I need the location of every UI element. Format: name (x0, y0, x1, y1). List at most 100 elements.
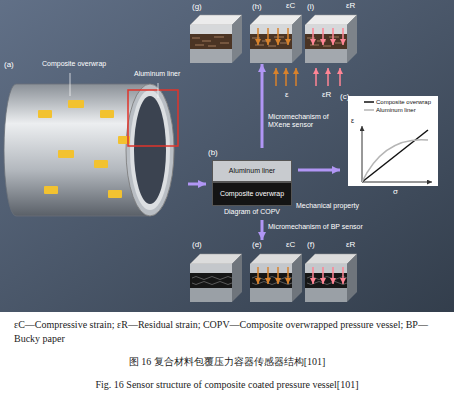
mxene-block (190, 15, 242, 63)
strain-arrow (277, 267, 279, 284)
flow-arrow (261, 64, 264, 148)
liner-layer: Aluminum liner (212, 160, 292, 182)
strain-arrow (285, 68, 287, 86)
edge-label: Mechanical property (296, 202, 359, 210)
panel-label: (g) (192, 2, 202, 11)
strain-arrow (287, 267, 289, 284)
strain-arrow (295, 68, 297, 86)
abbreviation-note: εC—Compressive strain; εR—Residual strai… (14, 318, 440, 346)
strain-symbol: εR (322, 90, 331, 99)
cylinder-panel: (a) Composite overwrapAluminum liner (2, 58, 188, 220)
leader-line (158, 83, 159, 98)
panel-label: (i) (307, 2, 314, 11)
strain-arrow (332, 267, 334, 284)
strain-arrow (277, 28, 279, 45)
bp-block (305, 254, 357, 302)
cylinder-bore (134, 96, 166, 204)
x-axis (362, 182, 432, 183)
strain-arrow (342, 28, 344, 45)
legend-sample (364, 107, 374, 113)
part-callout: Composite overwrap (42, 60, 106, 68)
strain-symbol: ε (285, 90, 289, 99)
strain-arrow (339, 68, 341, 86)
layer-name: Composite overwrap (220, 190, 284, 198)
part-callout: Aluminum liner (134, 70, 180, 78)
strain-arrow (327, 68, 329, 86)
axis-label: ε (351, 117, 354, 125)
panel-title: Diagram of COPV (224, 208, 280, 216)
strain-symbol: εR (346, 1, 355, 10)
cylinder-end (126, 84, 174, 216)
edge-label: Micromechanism of BP sensor (268, 223, 363, 231)
panel-label: (d) (192, 240, 202, 249)
strain-arrow (267, 28, 269, 45)
strain-arrow (322, 28, 324, 45)
strain-arrow (257, 267, 259, 284)
strain-arrow (257, 28, 259, 45)
bp-block (190, 254, 242, 302)
panel-label: (a) (4, 60, 14, 69)
sensor-patch (108, 190, 122, 198)
copv-panel: Aluminum linerComposite overwrap(b)Diagr… (206, 148, 298, 220)
strain-arrow (267, 267, 269, 284)
sensor-panel: (e) (250, 240, 302, 302)
sensor-panel: (g) (190, 2, 242, 64)
edge-label: Micromechanism of MXene sensor (268, 113, 338, 129)
strain-arrow (342, 267, 344, 284)
overwrap-curve (362, 130, 428, 182)
compressive-arrows (258, 28, 296, 284)
legend-sample (364, 99, 374, 105)
legend-line (364, 110, 374, 112)
sensor-patch (68, 100, 84, 108)
strain-symbol: εC (286, 240, 295, 249)
strain-arrow (332, 28, 334, 45)
sensor-panel: (d) (190, 240, 242, 302)
bp-block (250, 254, 302, 302)
strain-arrow (287, 28, 289, 45)
y-axis (362, 126, 363, 182)
sensor-panel: (f) (305, 240, 357, 302)
highlight-box (128, 90, 178, 146)
strain-symbol: εR (346, 240, 355, 249)
sensor-patch (38, 110, 52, 118)
axis-label: σ (393, 187, 398, 196)
sensor-patch (58, 150, 74, 158)
layer-name: Aluminum liner (229, 167, 275, 175)
mxene-block (250, 15, 302, 63)
panel-label: (e) (252, 240, 262, 249)
figure-caption: 图 16 复合材料包覆压力容器传感器结构[101] (0, 356, 454, 368)
flow-arrow (188, 183, 206, 186)
sensor-patch (100, 110, 114, 118)
legend-line (364, 102, 374, 104)
cylinder-body (4, 84, 174, 216)
sensor-patch (94, 160, 108, 168)
sensor-patches (38, 100, 130, 198)
legend-item: Composite overwrap (364, 99, 431, 106)
strain-arrow (315, 68, 317, 86)
strain-symbol: εC (286, 1, 295, 10)
leader-line (70, 73, 71, 96)
panel-label: (f) (307, 240, 315, 249)
caption-ground (0, 312, 454, 412)
sensor-patch (44, 186, 58, 194)
strain-arrow (322, 267, 324, 284)
legend-item: Aluminum liner (364, 107, 416, 114)
liner-ring (130, 90, 170, 210)
flow-arrow (261, 220, 264, 240)
chart-area (348, 96, 438, 186)
dark-ground (0, 0, 454, 312)
panel-label: (c) (340, 92, 349, 101)
legend-text: Composite overwrap (376, 99, 431, 106)
residual-arrows (313, 28, 343, 284)
strain-arrow (312, 267, 314, 284)
flow-arrow (298, 169, 340, 172)
mxene-block (305, 15, 357, 63)
overwrap-layer: Composite overwrap (212, 182, 292, 206)
sensor-panel: (h) (250, 2, 302, 64)
panel-label: (h) (252, 2, 262, 11)
legend-text: Aluminum liner (376, 107, 416, 114)
strain-arrow (275, 68, 277, 86)
